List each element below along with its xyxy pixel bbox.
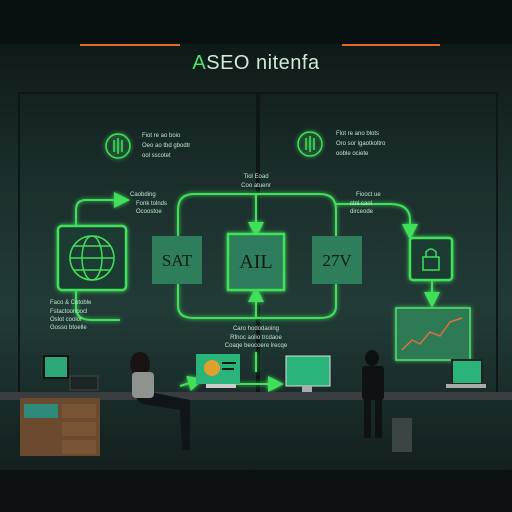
ceiling-light-right: [342, 44, 440, 46]
caption-center-line: Coo atuenr: [241, 183, 271, 189]
title-rest: SEO nitenfa: [206, 52, 320, 74]
caption-top-left-line1: Oeo ao tbd gbodtr: [142, 143, 190, 149]
node-ail[interactable]: AIL: [226, 232, 286, 292]
page-title: ASEO nitenfa: [0, 52, 512, 75]
node-sat[interactable]: SAT: [152, 236, 202, 284]
flow-line-top-left: [75, 192, 130, 226]
lock-node[interactable]: [408, 236, 454, 282]
caption-bottom-center-line2: Coaqe beocoere lrecqe: [225, 343, 288, 349]
node-27v[interactable]: 27V: [312, 236, 362, 284]
laptop-right[interactable]: [446, 359, 486, 388]
node-sat-label: SAT: [162, 251, 193, 270]
chip-icon-right: [297, 131, 323, 157]
caption-top-right-line2: ooble ociete: [336, 151, 369, 157]
analytics-panel: [395, 307, 471, 361]
laptop-center[interactable]: [196, 354, 240, 388]
monitor-center-right[interactable]: [285, 355, 331, 392]
cabinet: [20, 398, 100, 456]
person-seated: [130, 352, 190, 450]
globe-icon: [69, 235, 115, 281]
title-lead: A: [192, 52, 207, 74]
floor: [0, 470, 512, 512]
caption-bottom-center-heading: Caro hododaoing: [233, 326, 279, 332]
caption-right-line1: ctnl caol: [350, 201, 372, 207]
caption-top-right-line1: Oro sor lgaotkoltro: [336, 141, 386, 147]
caption-bottom-left-line3: Gosso btoelle: [50, 325, 87, 331]
server-rack: [392, 418, 412, 452]
person-standing: [362, 350, 384, 438]
globe-node[interactable]: [56, 224, 128, 292]
caption-bottom-center-line1: Rfnoc aolio trcdaoe: [230, 335, 282, 341]
ceiling: [0, 0, 512, 44]
caption-left-heading: Caobding: [130, 192, 156, 198]
monitor-left[interactable]: [43, 355, 99, 391]
line-chart-icon: [401, 317, 463, 351]
caption-top-left-heading: Fiot re ao boio: [142, 133, 181, 139]
caption-left-line2: Ocoostoe: [136, 209, 162, 215]
desk-surface: [0, 392, 512, 400]
caption-left-line1: Fonk tolnds: [136, 201, 167, 207]
chip-icon-left: [105, 133, 131, 159]
caption-right-heading: Fiooct ue: [356, 192, 381, 198]
flow-line-right-branch: [336, 203, 418, 240]
caption-top-right-heading: Flot re ano blots: [336, 131, 379, 137]
caption-center-heading: Tiol Eoad: [243, 174, 268, 180]
caption-bottom-left-line2: Oslot coolor: [50, 317, 82, 323]
node-ail-label: AIL: [239, 251, 272, 273]
caption-bottom-left-heading: Faco & Cotoble: [50, 300, 92, 306]
caption-top-left-line2: ool sscotet: [142, 153, 171, 159]
ceiling-light-left: [80, 44, 180, 46]
lock-icon: [422, 248, 440, 271]
caption-bottom-left-line1: Fstactoonoocl: [50, 309, 87, 315]
node-27v-label: 27V: [322, 251, 352, 270]
caption-right-line2: dirceode: [350, 209, 374, 215]
flow-line-bottom-left: [75, 290, 120, 321]
